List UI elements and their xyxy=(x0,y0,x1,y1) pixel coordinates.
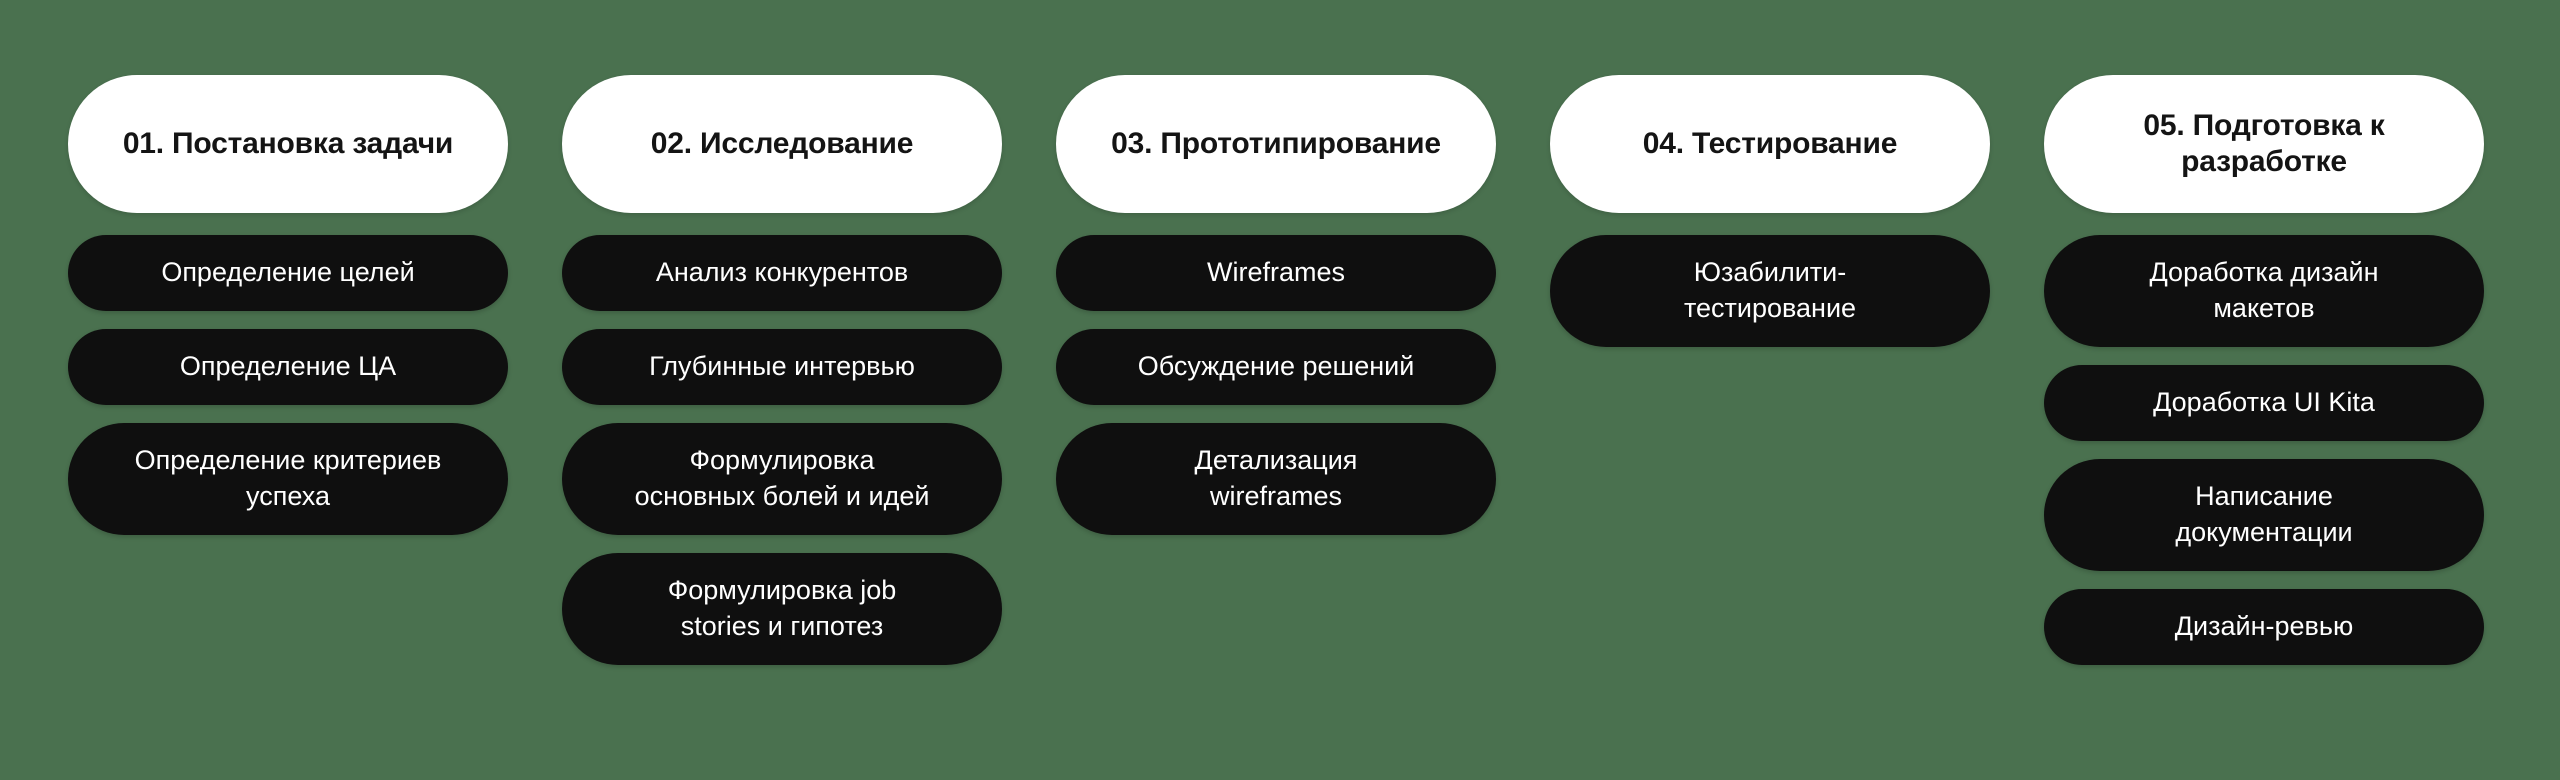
stage-header-5[interactable]: 05. Подготовка к разработке xyxy=(2044,75,2484,213)
task-card[interactable]: Написание документации xyxy=(2044,459,2484,571)
task-card[interactable]: Юзабилити- тестирование xyxy=(1550,235,1990,347)
task-card[interactable]: Детализация wireframes xyxy=(1056,423,1496,535)
task-list-5: Доработка дизайн макетов Доработка UI Ki… xyxy=(2044,235,2484,665)
task-list-4: Юзабилити- тестирование xyxy=(1550,235,1990,347)
task-label: Формулировка job stories и гипотез xyxy=(667,575,897,641)
stage-header-label: 01. Постановка задачи xyxy=(122,127,454,160)
task-card[interactable]: Анализ конкурентов xyxy=(562,235,1002,311)
task-card[interactable]: Обсуждение решений xyxy=(1056,329,1496,405)
stage-header-label: 04. Тестирование xyxy=(1642,127,1898,160)
stage-header-4[interactable]: 04. Тестирование xyxy=(1550,75,1990,213)
task-list-3: Wireframes Обсуждение решений Детализаци… xyxy=(1056,235,1496,535)
task-label: Дизайн-ревью xyxy=(2174,611,2354,642)
task-label: Анализ конкурентов xyxy=(655,257,909,288)
task-label: Доработка дизайн макетов xyxy=(2149,257,2379,323)
stage-column-5: 05. Подготовка к разработке Доработка ди… xyxy=(2044,75,2484,665)
stage-header-label: 03. Прототипирование xyxy=(1111,127,1441,160)
task-list-1: Определение целей Определение ЦА Определ… xyxy=(68,235,508,535)
task-label: Юзабилити- тестирование xyxy=(1683,257,1857,323)
task-card[interactable]: Дизайн-ревью xyxy=(2044,589,2484,665)
stage-header-1[interactable]: 01. Постановка задачи xyxy=(68,75,508,213)
task-list-2: Анализ конкурентов Глубинные интервью Фо… xyxy=(562,235,1002,665)
stage-header-2[interactable]: 02. Исследование xyxy=(562,75,1002,213)
task-label: Обсуждение решений xyxy=(1137,351,1415,382)
stage-header-label: 02. Исследование xyxy=(650,127,914,160)
task-label: Определение ЦА xyxy=(179,351,397,382)
task-label: Определение целей xyxy=(161,257,415,288)
task-label: Доработка UI Kita xyxy=(2153,387,2375,418)
stage-header-label: 05. Подготовка к разработке xyxy=(2143,109,2385,178)
task-label: Wireframes xyxy=(1206,257,1345,288)
task-label: Написание документации xyxy=(2175,481,2353,547)
task-card[interactable]: Доработка дизайн макетов xyxy=(2044,235,2484,347)
task-card[interactable]: Wireframes xyxy=(1056,235,1496,311)
task-card[interactable]: Определение ЦА xyxy=(68,329,508,405)
task-label: Определение критериев успеха xyxy=(134,445,442,511)
task-label: Формулировка основных болей и идей xyxy=(634,445,930,511)
task-card[interactable]: Формулировка основных болей и идей xyxy=(562,423,1002,535)
stage-column-3: 03. Прототипирование Wireframes Обсужден… xyxy=(1056,75,1496,535)
task-card[interactable]: Доработка UI Kita xyxy=(2044,365,2484,441)
task-card[interactable]: Формулировка job stories и гипотез xyxy=(562,553,1002,665)
stage-column-2: 02. Исследование Анализ конкурентов Глуб… xyxy=(562,75,1002,665)
task-label: Глубинные интервью xyxy=(649,351,915,382)
stage-header-3[interactable]: 03. Прототипирование xyxy=(1056,75,1496,213)
task-card[interactable]: Определение критериев успеха xyxy=(68,423,508,535)
stage-column-1: 01. Постановка задачи Определение целей … xyxy=(68,75,508,535)
task-card[interactable]: Определение целей xyxy=(68,235,508,311)
stage-column-4: 04. Тестирование Юзабилити- тестирование xyxy=(1550,75,1990,347)
task-label: Детализация wireframes xyxy=(1194,445,1358,511)
task-card[interactable]: Глубинные интервью xyxy=(562,329,1002,405)
